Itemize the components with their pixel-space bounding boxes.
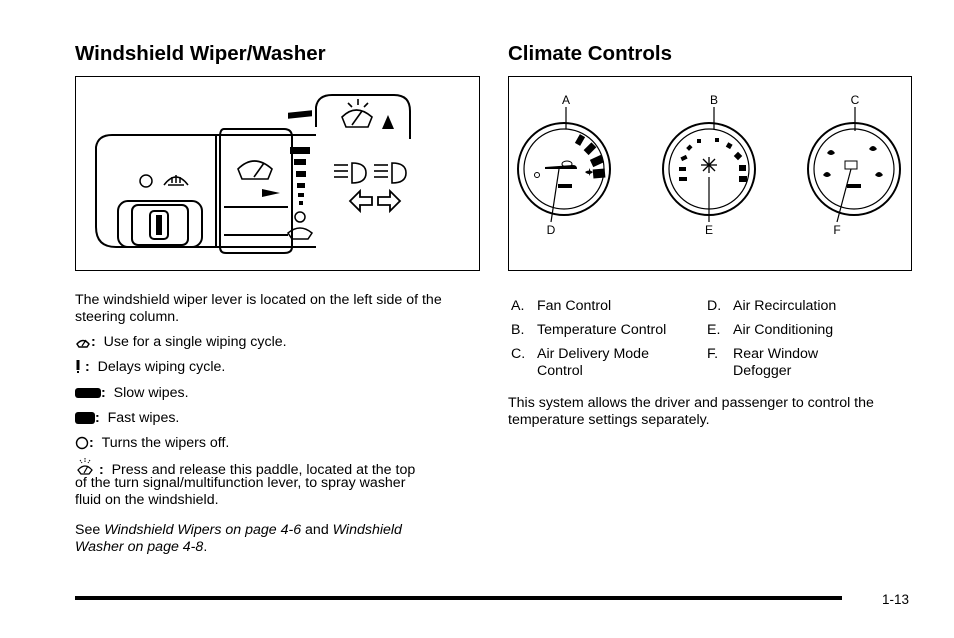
legend-key: D. [707, 298, 722, 314]
washer-text-1: Press and release this paddle, located a… [111, 462, 416, 478]
mist-label: Use for a single wiping cycle. [103, 334, 287, 350]
legend-key: C. [511, 346, 526, 362]
fan-knob [517, 122, 611, 216]
legend-label: Rear Window Defogger [733, 346, 819, 379]
legend-label: Fan Control [537, 298, 612, 314]
fast-label: Fast wipes. [107, 410, 180, 426]
washer-text-2: of the turn signal/multifunction lever, … [75, 475, 406, 491]
link-windshield-washer-line1[interactable]: Windshield [332, 522, 402, 538]
section-title-wiper: Windshield Wiper/Washer [75, 42, 326, 65]
wiper-item-mist: : Use for a single wiping cycle. [75, 334, 287, 351]
page-number: 1-13 [882, 592, 910, 607]
slow-wipe-icon [75, 388, 101, 399]
delay-label: Delays wiping cycle. [97, 359, 226, 375]
link-windshield-wipers[interactable]: Windshield Wipers on page 4-6 [104, 522, 302, 538]
washer-paragraph: : Press and release this paddle, located… [75, 456, 475, 509]
wiper-lever-figure [75, 76, 480, 271]
slow-label: Slow wipes. [113, 385, 189, 401]
washer-text-3: fluid on the windshield. [75, 492, 219, 508]
wiper-item-slow: : Slow wipes. [75, 385, 189, 402]
see-prefix: See [75, 522, 105, 538]
figure-label-f: F [833, 223, 840, 237]
figure-label-b: B [710, 93, 718, 107]
footer-rule [75, 596, 842, 600]
off-label: Turns the wipers off. [101, 435, 230, 451]
figure-label-c: C [851, 93, 860, 107]
wiper-item-off: : Turns the wipers off. [75, 435, 229, 452]
see-period: . [203, 539, 208, 555]
see-and: and [301, 522, 333, 538]
wiper-lever-illustration [95, 94, 411, 254]
climate-controls-figure: A B C D E F [508, 76, 912, 271]
section-title-climate: Climate Controls [508, 42, 673, 65]
wiper-intro: The windshield wiper lever is located on… [75, 292, 442, 325]
legend-label: Air Recirculation [733, 298, 837, 314]
delay-icon [76, 360, 80, 374]
link-windshield-washer-line2[interactable]: Washer on page 4-8 [75, 539, 204, 555]
legend-key: F. [707, 346, 719, 362]
legend-label: Air Delivery Mode Control [537, 346, 649, 379]
off-icon [75, 437, 89, 450]
legend-key: E. [707, 322, 721, 338]
fast-wipe-icon [75, 412, 95, 425]
legend-label: Temperature Control [537, 322, 667, 338]
legend-label: Air Conditioning [733, 322, 834, 338]
washer-icon [77, 458, 93, 475]
figure-label-d: D [547, 223, 556, 237]
mist-icon [76, 339, 90, 348]
figure-label-e: E [705, 223, 713, 237]
legend-key: B. [511, 322, 525, 338]
air-delivery-knob [807, 122, 901, 216]
climate-knobs-illustration: A B C D E F [517, 93, 901, 237]
figure-label-a: A [562, 93, 570, 107]
wiper-item-fast: : Fast wipes. [75, 410, 179, 427]
legend-key: A. [511, 298, 525, 314]
wiper-item-delay: : Delays wiping cycle. [75, 359, 225, 376]
climate-body: This system allows the driver and passen… [508, 395, 874, 428]
see-also-paragraph: See Windshield Wipers on page 4-6 and Wi… [75, 522, 475, 556]
